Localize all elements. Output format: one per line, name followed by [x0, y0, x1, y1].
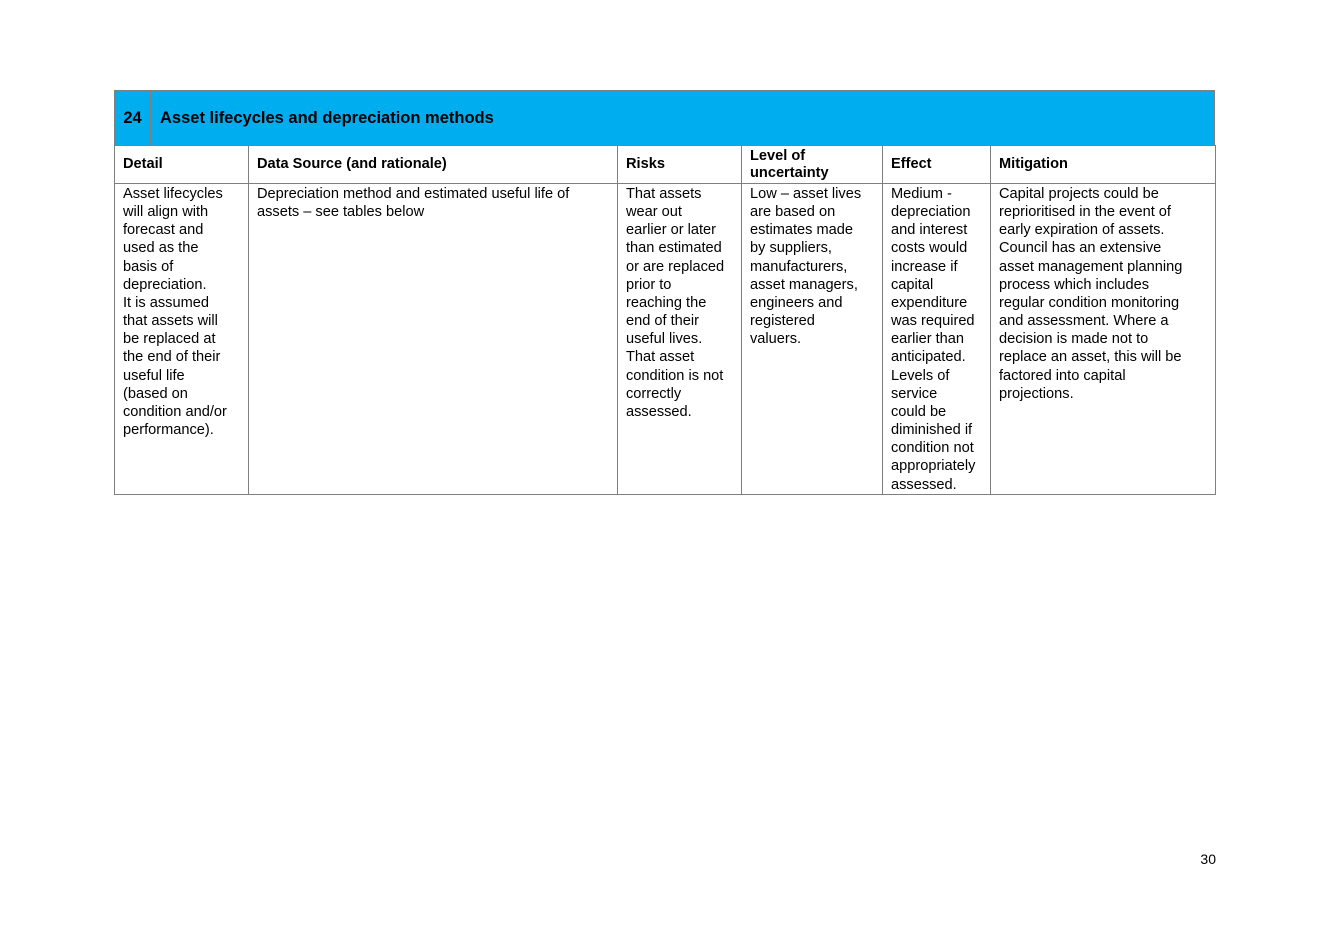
section-number: 24 — [115, 91, 151, 145]
cell-text-line: and interest — [891, 222, 968, 239]
cell-text-line: assessed. — [891, 476, 957, 493]
cell-text-line: forecast and — [123, 222, 204, 239]
cell-text-line: condition not — [891, 440, 974, 457]
cell-text-line: manufacturers, — [750, 258, 848, 275]
cell-text-line: assets – see tables below — [257, 204, 425, 221]
cell-text-line: depreciation. — [123, 276, 207, 293]
cell-text-line: service — [891, 385, 938, 402]
cell-text-line: earlier or later — [626, 222, 717, 239]
header-data-source: Data Source (and rationale) — [248, 145, 618, 184]
cell-text-line: Levels of — [891, 367, 950, 384]
cell-mitigation: Capital projects could be reprioritised i… — [990, 183, 1216, 495]
cell-text-line: process which includes — [999, 276, 1150, 293]
cell-text-line: increase if — [891, 258, 958, 275]
cell-text-line: regular condition monitoring — [999, 294, 1180, 311]
cell-text-line: earlier than — [891, 331, 965, 348]
cell-text-line: estimates made — [750, 222, 854, 239]
cell-text-line: valuers. — [750, 331, 802, 348]
cell-text-line: useful life — [123, 367, 185, 384]
cell-text-line: costs would — [891, 240, 968, 257]
cell-text-line: Low – asset lives — [750, 186, 862, 202]
cell-text-line: reaching the — [626, 294, 707, 311]
cell-text-line: used as the — [123, 240, 199, 257]
cell-text-line: condition is not — [626, 367, 724, 384]
header-effect: Effect — [882, 145, 991, 184]
header-risks: Risks — [617, 145, 742, 184]
cell-text-line: basis of — [123, 258, 174, 275]
cell-text-line: condition and/or — [123, 403, 227, 420]
cell-text-line: could be — [891, 403, 947, 420]
cell-text-line: asset managers, — [750, 276, 858, 293]
header-level-of-uncertainty: Level of uncertainty — [741, 145, 883, 184]
cell-text-line: assessed. — [626, 403, 692, 420]
cell-text-line: asset management planning — [999, 258, 1183, 275]
cell-text-line: expenditure — [891, 294, 968, 311]
cell-text-line: factored into capital — [999, 367, 1126, 384]
cell-data-source: Depreciation method and estimated useful… — [248, 183, 618, 495]
cell-text-line: replace an asset, this will be — [999, 349, 1182, 366]
cell-text-line: reprioritised in the event of — [999, 204, 1171, 221]
cell-text-line: are based on — [750, 204, 836, 221]
cell-text-line: wear out — [626, 204, 682, 221]
cell-text-line: It is assumed — [123, 294, 209, 311]
cell-text-line: anticipated. — [891, 349, 966, 366]
table-header-row: Detail Data Source (and rationale) Risks… — [114, 145, 1216, 184]
cell-text-line: Asset lifecycles — [123, 186, 223, 202]
cell-text-line: the end of their — [123, 349, 221, 366]
cell-text-line: Council has an extensive — [999, 240, 1162, 257]
cell-text-line: that assets will — [123, 313, 218, 330]
cell-text-line: prior to — [626, 276, 672, 293]
cell-text-line: useful lives. — [626, 331, 703, 348]
cell-text-line: correctly — [626, 385, 682, 402]
cell-text-line: registered — [750, 313, 815, 330]
header-detail: Detail — [114, 145, 249, 184]
cell-text-line: Capital projects could be — [999, 186, 1159, 202]
cell-text-line: or are replaced — [626, 258, 725, 275]
cell-text-line: projections. — [999, 385, 1074, 402]
header-mitigation: Mitigation — [990, 145, 1216, 184]
cell-text-line: (based on — [123, 385, 188, 402]
cell-text-line: diminished if — [891, 422, 973, 439]
cell-text-line: decision is made not to — [999, 331, 1149, 348]
cell-text-line: Depreciation method and estimated useful… — [257, 186, 570, 202]
cell-text-line: was required — [891, 313, 975, 330]
cell-text-line: performance). — [123, 422, 214, 439]
cell-text-line: be replaced at — [123, 331, 216, 348]
cell-text-line: That assets — [626, 186, 702, 202]
cell-text-line: capital — [891, 276, 934, 293]
page-number: 30 — [1200, 851, 1216, 867]
cell-text-line: appropriately — [891, 458, 976, 475]
section-header: 24 Asset lifecycles and depreciation met… — [114, 90, 1215, 146]
cell-text-line: end of their — [626, 313, 700, 330]
cell-text-line: by suppliers, — [750, 240, 832, 257]
cell-text-line: and assessment. Where a — [999, 313, 1169, 330]
cell-text-line: than estimated — [626, 240, 722, 257]
cell-text-line: That asset — [626, 349, 695, 366]
section-title: Asset lifecycles and depreciation method… — [160, 109, 494, 127]
cell-text-line: early expiration of assets. — [999, 222, 1165, 239]
assumption-risk-table: Detail Data Source (and rationale) Risks… — [114, 145, 1216, 495]
cell-text-line: will align with — [123, 204, 209, 221]
cell-text-line: engineers and — [750, 294, 843, 311]
cell-text-line: Medium - — [891, 186, 952, 202]
cell-text-line: depreciation — [891, 204, 971, 221]
